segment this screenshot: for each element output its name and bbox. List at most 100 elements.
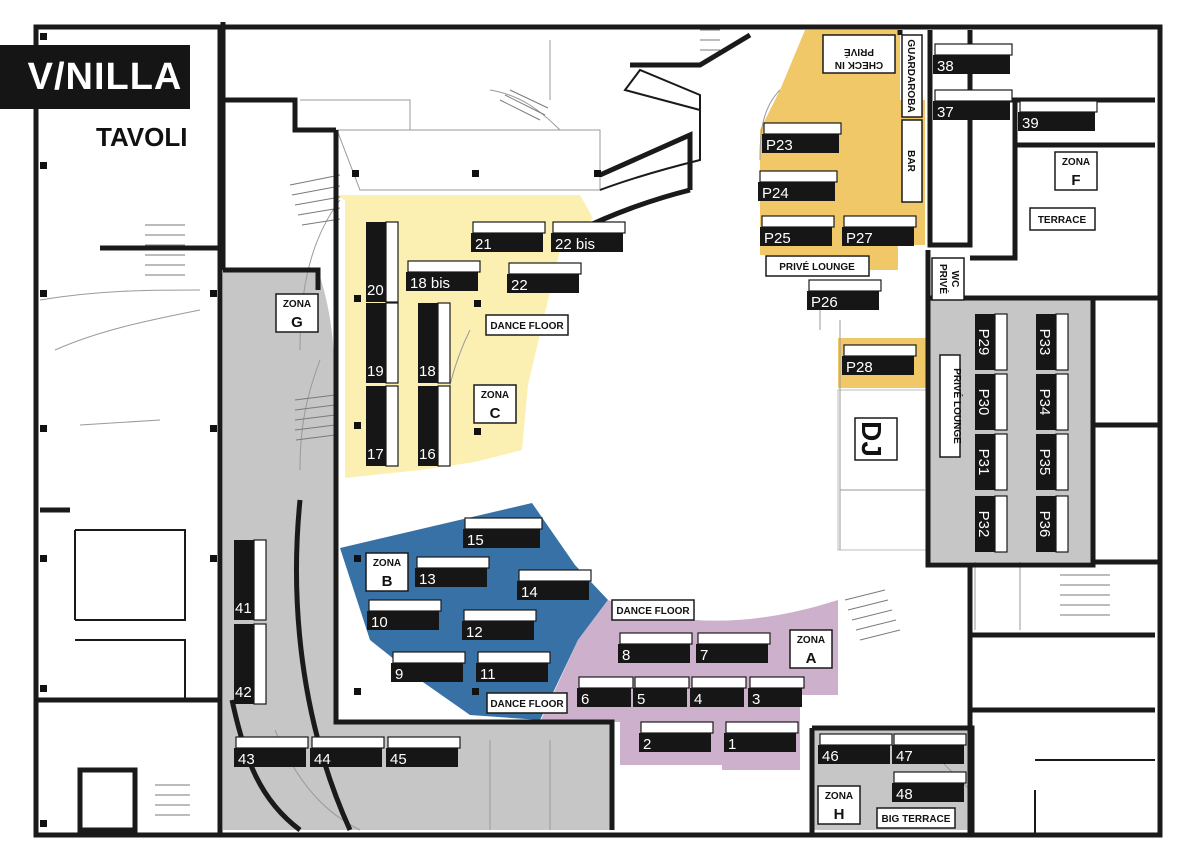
table-number: 38 — [937, 58, 954, 75]
table-t2[interactable]: 2 — [639, 721, 714, 753]
table-t5[interactable]: 5 — [633, 676, 690, 708]
table-t11[interactable]: 11 — [476, 651, 551, 683]
table-t1[interactable]: 1 — [724, 721, 799, 753]
table-t3[interactable]: 3 — [748, 676, 805, 708]
table-body — [234, 624, 254, 704]
table-number: P30 — [975, 389, 992, 416]
table-p32[interactable]: P32 — [975, 495, 1008, 553]
table-p23[interactable]: P23 — [762, 122, 842, 154]
pillars — [40, 33, 601, 827]
table-t39[interactable]: 39 — [1018, 100, 1098, 132]
table-t47[interactable]: 47 — [892, 733, 967, 765]
table-p33[interactable]: P33 — [1036, 313, 1069, 371]
table-t44[interactable]: 44 — [310, 736, 385, 768]
table-side-strip — [253, 623, 267, 705]
table-p24[interactable]: P24 — [758, 170, 838, 202]
zone-b-box[interactable]: ZONA B — [365, 552, 409, 592]
zone-c-title: ZONA — [481, 390, 509, 401]
zone-h-title: ZONA — [825, 791, 853, 802]
zone-g-area[interactable] — [223, 270, 612, 830]
table-t22[interactable]: 22 — [507, 262, 582, 294]
table-body — [748, 688, 802, 707]
table-number: P26 — [811, 294, 838, 311]
dance-floor-b-label: DANCE FLOOR — [490, 699, 564, 710]
table-body — [696, 644, 768, 663]
table-p25[interactable]: P25 — [760, 215, 835, 247]
table-t10[interactable]: 10 — [367, 599, 442, 631]
table-p35[interactable]: P35 — [1036, 433, 1069, 491]
table-t41[interactable]: 41 — [234, 539, 267, 621]
zone-prive-area[interactable] — [760, 30, 925, 270]
table-body — [310, 748, 382, 767]
table-top-strip — [387, 736, 461, 749]
table-body — [234, 540, 254, 620]
table-top-strip — [235, 736, 309, 749]
table-t45[interactable]: 45 — [386, 736, 461, 768]
table-t15[interactable]: 15 — [463, 517, 543, 549]
table-t42[interactable]: 42 — [234, 623, 267, 705]
zone-h-box[interactable]: ZONA H — [817, 785, 861, 825]
table-t48[interactable]: 48 — [892, 771, 967, 803]
table-t43[interactable]: 43 — [234, 736, 309, 768]
table-p36[interactable]: P36 — [1036, 495, 1069, 553]
table-p30[interactable]: P30 — [975, 373, 1008, 431]
zone-g-box[interactable]: ZONA G — [275, 293, 319, 333]
table-t18bis[interactable]: 18 bis — [406, 260, 481, 292]
zone-a-box[interactable]: ZONA A — [789, 629, 833, 669]
table-p31[interactable]: P31 — [975, 433, 1008, 491]
terrace-label: TERRACE — [1038, 215, 1087, 226]
table-number: 22 — [511, 277, 528, 294]
table-top-strip — [763, 122, 842, 135]
table-p34[interactable]: P34 — [1036, 373, 1069, 431]
check-in-prive-label: PRIVÉ — [844, 46, 874, 59]
table-side-strip — [1055, 313, 1069, 371]
table-number: 44 — [314, 751, 331, 768]
table-t20[interactable]: 20 — [366, 221, 399, 303]
zone-c-letter: C — [490, 405, 501, 422]
table-p28[interactable]: P28 — [842, 344, 917, 376]
table-number: 45 — [390, 751, 407, 768]
table-t9[interactable]: 9 — [391, 651, 466, 683]
table-t37[interactable]: 37 — [933, 89, 1013, 121]
table-t14[interactable]: 14 — [517, 569, 592, 601]
table-top-strip — [619, 632, 693, 645]
table-top-strip — [416, 556, 490, 569]
table-top-strip — [407, 260, 481, 273]
table-body — [1018, 112, 1095, 131]
table-body — [818, 745, 890, 764]
table-t13[interactable]: 13 — [415, 556, 490, 588]
table-t7[interactable]: 7 — [696, 632, 771, 664]
table-top-strip — [463, 609, 537, 622]
table-body — [476, 663, 548, 682]
table-side-strip — [994, 373, 1008, 431]
table-p29[interactable]: P29 — [975, 313, 1008, 371]
table-t4[interactable]: 4 — [690, 676, 747, 708]
zone-a-title: ZONA — [797, 635, 825, 646]
table-t17[interactable]: 17 — [366, 385, 399, 467]
table-number: 39 — [1022, 115, 1039, 132]
table-t18[interactable]: 18 — [418, 302, 451, 384]
table-t46[interactable]: 46 — [818, 733, 893, 765]
table-top-strip — [464, 517, 543, 530]
table-body — [462, 621, 534, 640]
table-p26[interactable]: P26 — [807, 279, 882, 311]
table-t38[interactable]: 38 — [933, 43, 1013, 75]
table-t16[interactable]: 16 — [418, 385, 451, 467]
table-number: P27 — [846, 230, 873, 247]
table-t21[interactable]: 21 — [471, 221, 546, 253]
table-number: 43 — [238, 751, 255, 768]
table-body — [633, 688, 687, 707]
table-p27[interactable]: P27 — [842, 215, 917, 247]
table-t22bis[interactable]: 22 bis — [551, 221, 626, 253]
table-t6[interactable]: 6 — [577, 676, 634, 708]
area-labels: DANCE FLOOR DANCE FLOOR DANCE FLOOR PRIV… — [485, 34, 1096, 829]
table-top-strip — [552, 221, 626, 234]
table-t12[interactable]: 12 — [462, 609, 537, 641]
table-t8[interactable]: 8 — [618, 632, 693, 664]
zone-c-box[interactable]: ZONA C — [473, 384, 517, 424]
table-number: P33 — [1036, 329, 1053, 356]
table-number: P29 — [975, 329, 992, 356]
zone-f-box[interactable]: ZONA F — [1054, 151, 1098, 191]
table-body — [386, 748, 458, 767]
table-t19[interactable]: 19 — [366, 302, 399, 384]
